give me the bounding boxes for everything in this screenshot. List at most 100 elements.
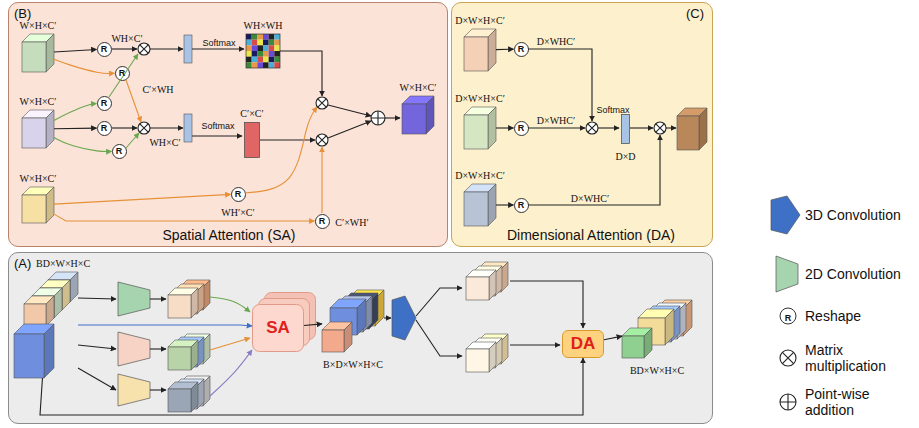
reshape-symbol: R: [101, 98, 108, 108]
heat-cell: [246, 34, 252, 40]
connector: [78, 324, 252, 326]
reshape-circle: R: [514, 198, 529, 213]
node-label: WH×WH: [244, 20, 283, 31]
legend-2d-conv: [776, 256, 798, 292]
flow-line: [416, 320, 462, 356]
reshape-circle: R: [514, 121, 529, 136]
connector: [54, 138, 112, 152]
flow-line: [109, 54, 138, 97]
text-holder: R: [113, 145, 126, 158]
dimension-label: WH×C′: [149, 137, 180, 148]
matrix-shape: [245, 123, 260, 158]
flow-line: [112, 127, 137, 128]
node-art: [464, 184, 496, 226]
cube-side: [357, 299, 366, 335]
cube-side: [489, 342, 496, 372]
feature-bar: [184, 35, 192, 63]
softmax-label: Softmax: [202, 38, 235, 48]
panel-tag: (A): [14, 256, 31, 271]
cube-front: [464, 115, 488, 149]
heat-cell: [246, 40, 252, 46]
cube-front: [22, 195, 46, 223]
cube-side: [191, 382, 198, 412]
node-label: W×H×C′: [20, 20, 57, 31]
flow-line: [210, 350, 252, 396]
reshape-symbol: R: [518, 123, 525, 133]
cube-front: [466, 277, 489, 300]
label-holder: D×WHC′: [537, 110, 575, 128]
multiply-cross: [656, 124, 664, 132]
node-art: [322, 290, 384, 352]
reshape-circle: R: [514, 42, 529, 57]
feature-cube: W×H×C′: [402, 96, 434, 134]
feature-cube: W×H×C′: [22, 34, 54, 72]
flow-line: [510, 344, 560, 345]
text-holder: R: [98, 97, 111, 110]
dimension-label: C′×WH′: [335, 217, 368, 228]
cube-side: [46, 110, 54, 148]
heat-cell: [263, 45, 269, 51]
text-holder: D×W×H×C′: [455, 165, 505, 183]
flow-line: [210, 297, 250, 312]
text-holder: R: [515, 122, 528, 135]
connector: [54, 214, 315, 221]
text-holder: SA: [252, 304, 304, 352]
multiply-symbol: [138, 122, 150, 134]
feature-cube: W×H×C′: [22, 110, 54, 148]
text-holder: D×W×H×C′: [455, 10, 505, 28]
feature-cube: D×W×H×C′: [464, 107, 496, 149]
label-holder: C′×WH′: [335, 212, 368, 230]
flow-line: [666, 127, 676, 128]
flow-line: [598, 127, 619, 128]
cube-side: [54, 288, 62, 318]
multiply-cross: [782, 352, 793, 363]
reshape-symbol: R: [518, 44, 525, 54]
text-holder: (C): [686, 4, 704, 22]
legend-text: Reshape: [805, 308, 861, 324]
node-label: BD×W×H×C: [630, 365, 684, 376]
heat-cell: [257, 40, 263, 46]
attention-matrix: D×D: [621, 114, 630, 144]
heat-cell: [274, 34, 280, 40]
connector: [496, 204, 514, 205]
connector: [54, 128, 97, 130]
cube-side: [488, 29, 496, 71]
panel: BD×W×H×CSAB×D×W×H×CDABD×W×H×C(A): [8, 252, 713, 424]
legend-entry: Matrix multiplication: [805, 342, 915, 374]
node-label: BD×W×H×C: [36, 258, 90, 269]
cube-front: [168, 389, 191, 412]
label-holder: WH×C′: [111, 28, 142, 46]
flow-line: [416, 288, 462, 316]
heat-cell: [274, 51, 280, 57]
feature-cube: D×W×H×C′: [464, 29, 496, 71]
cube-side: [44, 324, 54, 378]
heat-cell: [263, 62, 269, 68]
feature-stack: BD×W×H×C: [14, 272, 78, 378]
connector: [54, 49, 97, 52]
cube-side: [699, 108, 707, 150]
matrix-shape: [622, 115, 630, 144]
multiply-symbol: [780, 350, 796, 366]
legend-text: Point-wise addition: [805, 386, 870, 418]
heat-cell: [252, 62, 258, 68]
flow-line: [126, 133, 139, 148]
multiply-symbol: [138, 43, 150, 55]
cube-front: [24, 304, 46, 326]
multiply-symbol: [316, 97, 328, 109]
softmax-label: Softmax: [201, 121, 234, 131]
flow-line: [510, 281, 583, 328]
text-holder: C′×C′: [240, 103, 263, 121]
flow-line: [150, 348, 166, 349]
cube-front: [677, 116, 699, 150]
flow-line: [528, 49, 592, 121]
flow-line: [528, 127, 585, 128]
heat-cell: [246, 45, 252, 51]
flow-line: [210, 338, 250, 350]
cube-side: [489, 270, 496, 300]
reshape-circle: R: [112, 144, 127, 159]
cube-front: [466, 349, 489, 372]
cube-front: [402, 104, 426, 134]
heat-cell: [257, 45, 263, 51]
2d-conv: [118, 332, 150, 366]
